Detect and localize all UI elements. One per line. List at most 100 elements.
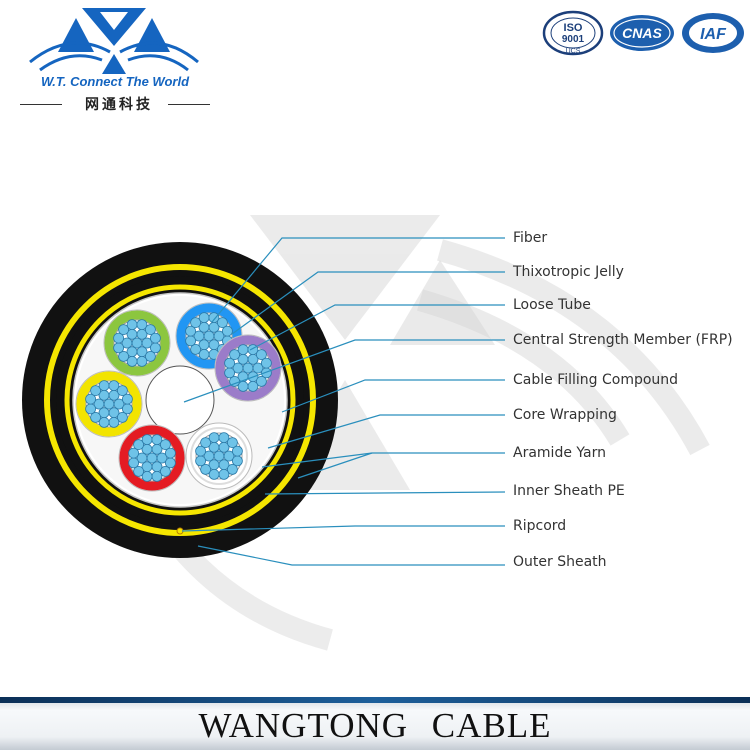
fiber xyxy=(136,355,148,367)
inner-yarn-ring xyxy=(64,284,296,516)
fiber xyxy=(255,375,267,387)
fiber xyxy=(255,349,267,361)
loose-tube xyxy=(175,302,243,370)
brand-chinese-row: 网通科技 xyxy=(14,94,214,114)
fiber xyxy=(85,403,96,415)
iaf-badge: IAF xyxy=(682,13,744,53)
legend-inner-sheath-pe: Inner Sheath PE xyxy=(513,483,625,499)
fiber xyxy=(198,312,210,324)
fiber xyxy=(108,380,120,392)
fiber xyxy=(128,447,140,459)
loose-tubes xyxy=(75,302,282,492)
fiber xyxy=(260,357,272,369)
legend-thixotropic-jelly: Thixotropic Jelly xyxy=(513,264,624,280)
fiber xyxy=(208,432,220,444)
fiber xyxy=(203,450,215,462)
fiber xyxy=(208,468,220,480)
loose-tube xyxy=(118,424,186,492)
leader-line xyxy=(181,525,505,532)
fiber xyxy=(224,367,236,379)
fiber xyxy=(190,317,202,329)
tube-wall xyxy=(104,310,170,376)
fiber xyxy=(144,324,156,336)
fiber xyxy=(185,335,197,347)
fiber xyxy=(117,411,128,423)
legend-central-strength-member: Central Strength Member (FRP) xyxy=(513,332,733,348)
leader-line xyxy=(183,339,505,403)
leader-line xyxy=(267,414,505,449)
central-strength-member xyxy=(145,365,215,435)
fiber xyxy=(133,439,145,451)
fiber xyxy=(146,452,158,464)
fiber xyxy=(156,452,168,464)
fiber xyxy=(136,452,148,464)
tube-wall xyxy=(119,425,185,491)
fiber xyxy=(232,362,244,374)
fiber xyxy=(200,437,212,449)
fiber xyxy=(216,317,228,329)
leader-line xyxy=(197,545,505,566)
leader-lines xyxy=(181,237,506,566)
company-logo-icon xyxy=(29,8,199,74)
leader-line xyxy=(211,237,505,323)
fiber xyxy=(203,330,215,342)
footer-banner: WANGTONG CABLE xyxy=(0,697,750,750)
loose-tube xyxy=(75,370,143,438)
fiber xyxy=(224,357,236,369)
leader-line xyxy=(231,271,505,335)
fiber xyxy=(113,342,124,354)
fiber xyxy=(141,337,153,349)
fiber xyxy=(118,324,129,336)
fiber xyxy=(226,463,238,475)
leader-line xyxy=(297,452,373,479)
legend-loose-tube: Loose Tube xyxy=(513,297,591,313)
loose-tube xyxy=(214,334,282,402)
fiber xyxy=(144,350,156,362)
leader-line xyxy=(264,491,506,495)
fiber xyxy=(103,398,115,410)
fiber xyxy=(108,416,120,428)
fiber xyxy=(128,457,140,469)
fiber xyxy=(221,325,233,337)
fiber xyxy=(136,319,148,331)
fiber xyxy=(237,380,249,392)
fiber xyxy=(117,385,128,397)
fiber xyxy=(198,348,210,360)
fiber xyxy=(151,470,163,482)
fiber xyxy=(159,439,171,451)
fiber xyxy=(164,447,176,459)
fiber xyxy=(98,416,110,428)
cnas-text: CNAS xyxy=(622,25,662,41)
brand-rule-left xyxy=(20,104,62,105)
brand-english-name: W.T. Connect The World xyxy=(40,74,190,89)
loose-tube xyxy=(103,309,171,377)
fiber xyxy=(93,398,105,410)
fiber xyxy=(218,468,230,480)
iso-number-text: 9001 xyxy=(562,34,585,45)
tube-wall xyxy=(215,335,281,401)
fiber xyxy=(237,344,249,356)
fiber xyxy=(200,463,212,475)
fiber xyxy=(126,355,138,367)
fiber xyxy=(190,343,202,355)
fiber xyxy=(195,455,207,467)
iaf-text: IAF xyxy=(700,26,727,43)
fiber xyxy=(213,450,225,462)
fiber xyxy=(252,362,264,374)
leader-line xyxy=(281,379,505,413)
fiber xyxy=(133,465,145,477)
legend-outer-sheath: Outer Sheath xyxy=(513,554,607,570)
fiber xyxy=(193,330,205,342)
cnas-badge: CNAS xyxy=(610,15,674,51)
tube-wall xyxy=(190,427,248,485)
fiber xyxy=(213,330,225,342)
fiber xyxy=(126,319,138,331)
fiber xyxy=(218,432,230,444)
legend-core-wrapping: Core Wrapping xyxy=(513,407,617,423)
fiber xyxy=(121,337,133,349)
brand-logo: W.T. Connect The World xyxy=(10,0,210,120)
fiber xyxy=(223,450,235,462)
fiber xyxy=(113,332,124,344)
fiber xyxy=(231,445,243,457)
